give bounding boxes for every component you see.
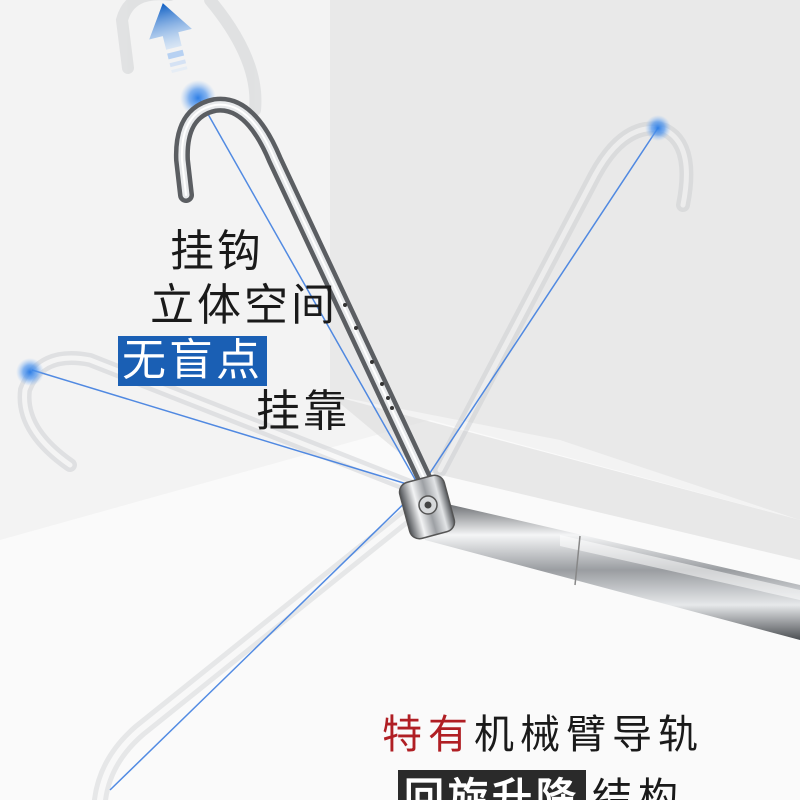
main-hook [173,96,433,488]
ghost-hook-left [17,351,427,497]
glow-dot-left [16,358,44,386]
headline-red-part: 特有 [382,712,474,758]
floor-plane [0,420,800,800]
bottom-subline: 回旋升降结构 [398,770,684,800]
up-arrow-icon [149,3,192,73]
wall-right [330,0,800,520]
bottom-headline: 特有机械臂导轨 [382,712,704,758]
subline-dark-box: 回旋升降 [398,770,586,800]
shadow-wedge [330,395,800,560]
blue-guide-lines [31,99,659,791]
swivel-joint-icon [398,474,456,540]
ghost-hook-top [115,0,262,116]
ghost-hook-bottom [92,497,428,800]
subline-rest: 结构 [592,775,684,800]
glow-dot-right [645,115,671,141]
headline-rest: 机械臂导轨 [474,712,704,758]
main-rail [425,500,800,640]
